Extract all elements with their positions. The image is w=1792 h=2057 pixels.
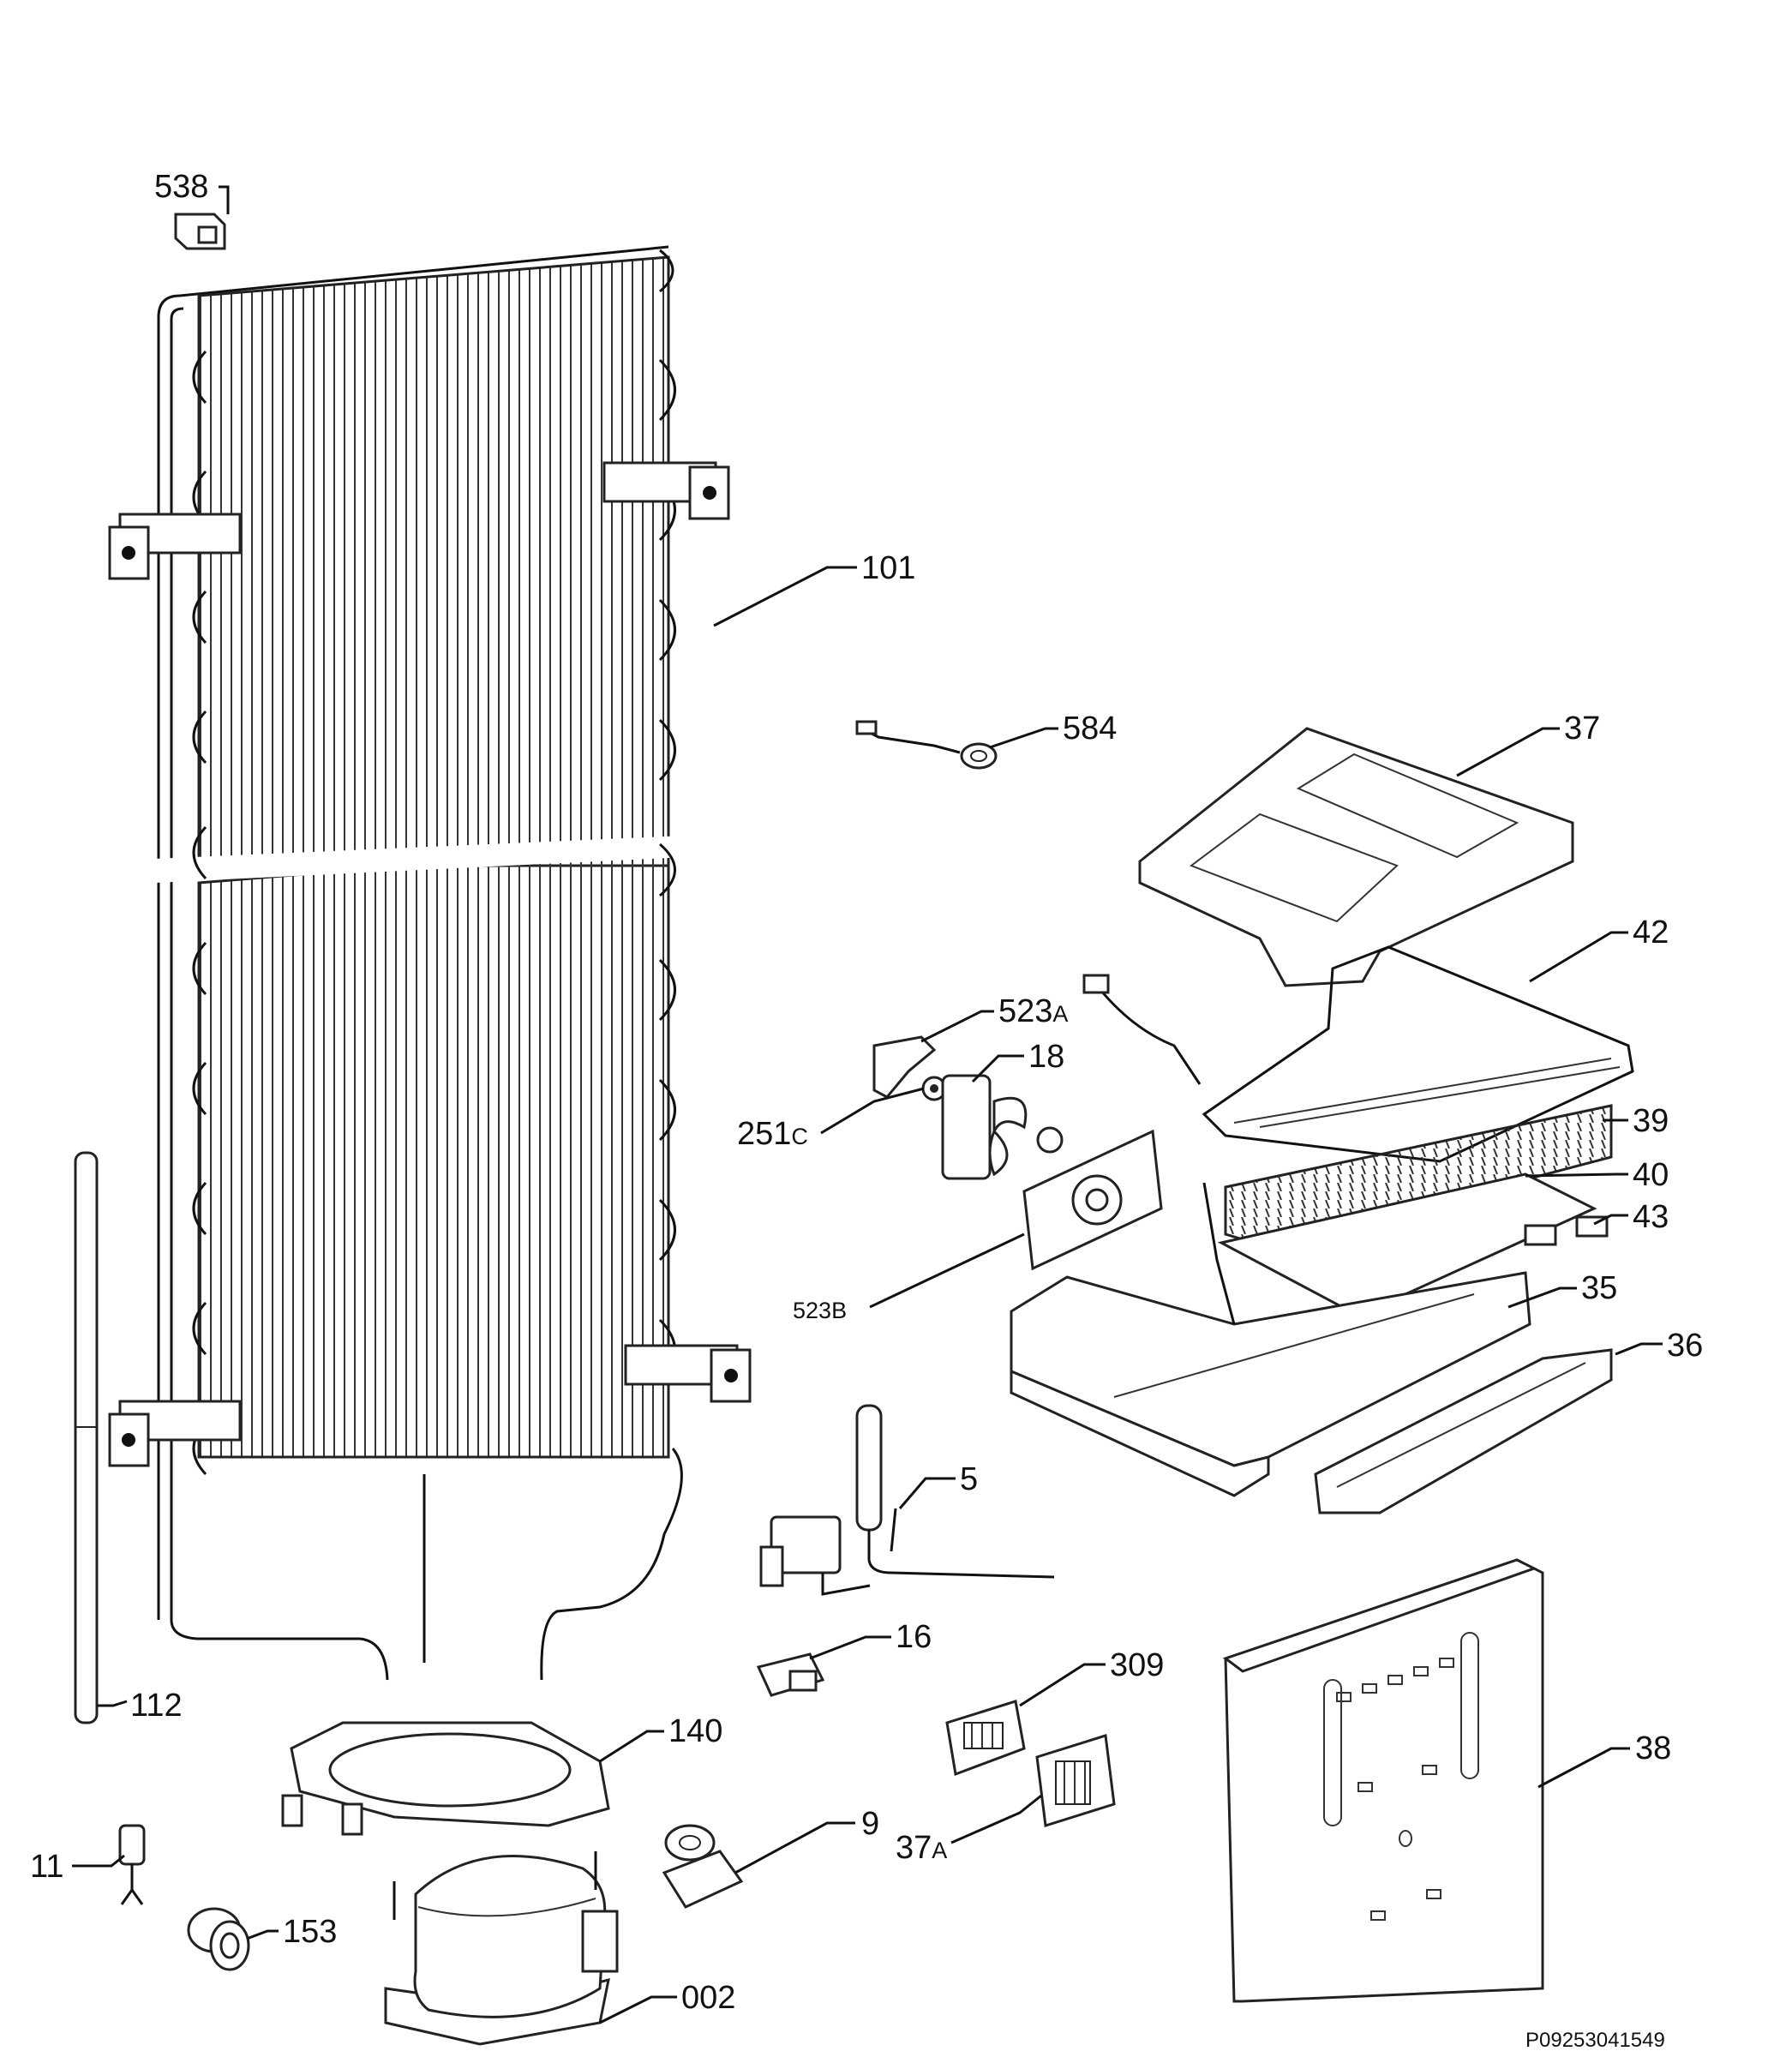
callout-16: 16 xyxy=(896,1619,932,1655)
svg-text:538: 538 xyxy=(154,169,208,205)
svg-text:9: 9 xyxy=(861,1806,879,1842)
condenser-part-101 xyxy=(108,245,752,1681)
callout-538: 538 xyxy=(154,169,208,205)
compressor-part-002 xyxy=(384,1851,619,2046)
svg-text:523A: 523A xyxy=(998,993,1068,1029)
svg-text:523B: 523B xyxy=(793,1298,847,1323)
svg-text:37: 37 xyxy=(1564,711,1600,747)
callout-523a: 523A xyxy=(998,993,1068,1029)
back-panel-part-38 xyxy=(1222,1558,1544,2003)
callout-584: 584 xyxy=(1063,711,1117,747)
svg-text:251C: 251C xyxy=(737,1116,808,1152)
valve-part-5 xyxy=(759,1404,1055,1596)
callout-309: 309 xyxy=(1110,1647,1164,1683)
callout-43: 43 xyxy=(1633,1199,1669,1235)
drip-channel-part-36 xyxy=(1314,1348,1613,1514)
callout-38: 38 xyxy=(1635,1730,1671,1766)
callout-101: 101 xyxy=(861,550,915,586)
callout-40: 40 xyxy=(1633,1157,1669,1193)
svg-text:140: 140 xyxy=(668,1713,722,1749)
callout-002: 002 xyxy=(681,1980,735,2016)
svg-text:309: 309 xyxy=(1110,1647,1164,1683)
document-id: P09253041549 xyxy=(1525,2029,1665,2052)
callout-39: 39 xyxy=(1633,1103,1669,1139)
filter-part-11 xyxy=(118,1824,146,1905)
callout-9: 9 xyxy=(861,1806,879,1842)
condenser-bracket xyxy=(624,1344,752,1403)
plate-part-40 xyxy=(1217,1172,1597,1317)
callout-36: 36 xyxy=(1667,1328,1703,1364)
fan-motor-part-18 xyxy=(941,1074,1064,1180)
svg-text:35: 35 xyxy=(1581,1270,1617,1306)
callout-42: 42 xyxy=(1633,915,1669,951)
callout-18: 18 xyxy=(1028,1039,1064,1075)
callout-5: 5 xyxy=(960,1461,978,1497)
evaporator-tray-part-35 xyxy=(1010,1182,1531,1497)
svg-text:43: 43 xyxy=(1633,1199,1669,1235)
callout-11: 11 xyxy=(30,1849,63,1885)
callout-140: 140 xyxy=(668,1713,722,1749)
thermostat-part-9 xyxy=(662,1824,744,1909)
cap-part-538 xyxy=(174,213,226,250)
svg-text:40: 40 xyxy=(1633,1157,1669,1193)
svg-text:39: 39 xyxy=(1633,1103,1669,1139)
callout-251c: 251C xyxy=(737,1116,808,1152)
svg-text:112: 112 xyxy=(130,1688,183,1724)
svg-text:5: 5 xyxy=(960,1461,978,1497)
switch-part-16 xyxy=(756,1652,825,1697)
svg-text:584: 584 xyxy=(1063,711,1117,747)
grommet-part-153 xyxy=(187,1907,250,1971)
compressor-tray-part-140 xyxy=(281,1721,610,1836)
callout-37: 37 xyxy=(1564,711,1600,747)
callout-35: 35 xyxy=(1581,1270,1617,1306)
condenser-bracket xyxy=(108,1400,242,1467)
control-board-part-309 xyxy=(945,1700,1026,1777)
fan-cover-part-523b xyxy=(1022,1129,1163,1271)
svg-text:42: 42 xyxy=(1633,915,1669,951)
bracket-part-523a xyxy=(872,1035,937,1099)
svg-text:16: 16 xyxy=(896,1619,932,1655)
callout-112: 112 xyxy=(130,1688,183,1724)
svg-text:11: 11 xyxy=(30,1849,63,1885)
svg-text:18: 18 xyxy=(1028,1039,1064,1075)
cover-part-37 xyxy=(1138,727,1574,987)
condenser-bracket xyxy=(602,461,730,520)
callout-153: 153 xyxy=(283,1914,337,1950)
svg-text:101: 101 xyxy=(861,550,915,586)
svg-text:37A: 37A xyxy=(896,1830,947,1866)
callout-523b: 523B xyxy=(793,1298,847,1323)
leader-lines xyxy=(72,185,1663,2024)
svg-text:36: 36 xyxy=(1667,1328,1703,1364)
svg-text:38: 38 xyxy=(1635,1730,1671,1766)
heater-part-42 xyxy=(1082,945,1634,1163)
control-panel-part-37a xyxy=(1035,1734,1116,1827)
callout-37a: 37A xyxy=(896,1830,947,1866)
condenser-bracket xyxy=(108,513,242,580)
drain-tube-part-112 xyxy=(74,1151,99,1724)
svg-text:153: 153 xyxy=(283,1914,337,1950)
svg-text:002: 002 xyxy=(681,1980,735,2016)
sensor-part-584 xyxy=(855,720,998,770)
